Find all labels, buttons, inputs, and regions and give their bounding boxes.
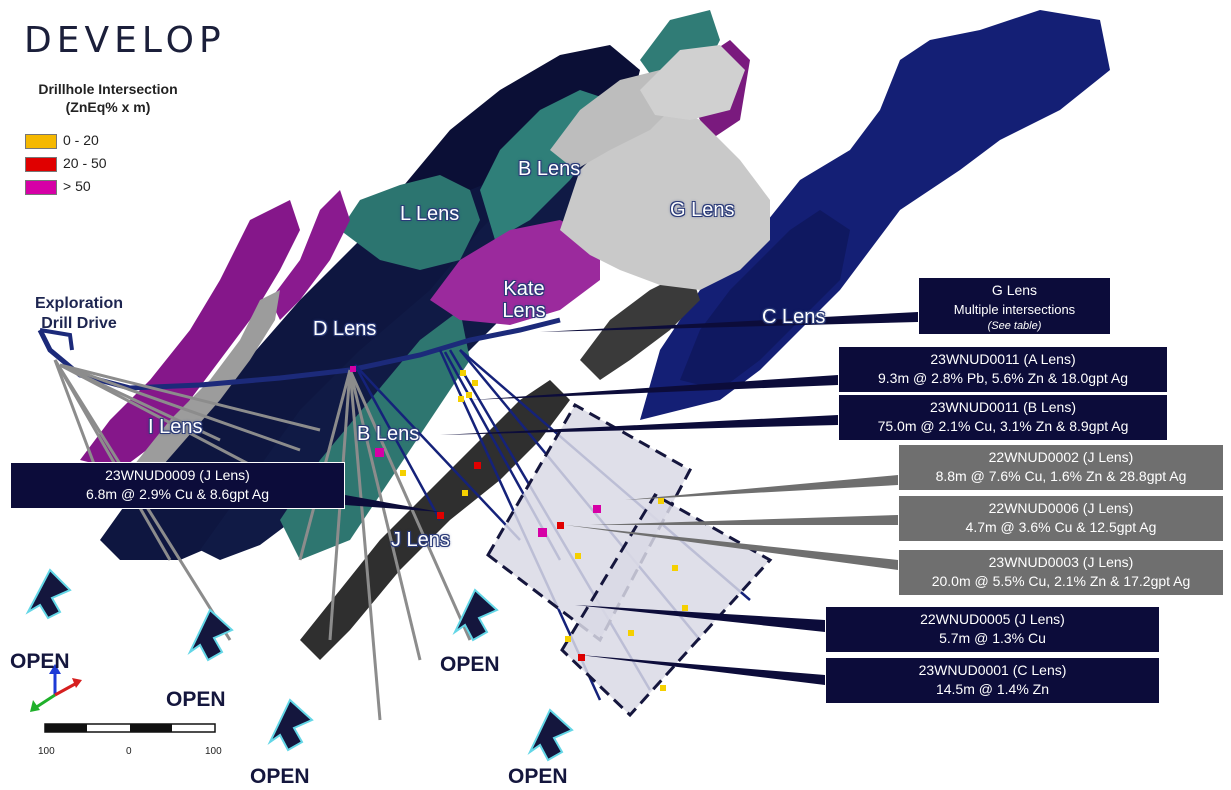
callout-detail: 5.7m @ 1.3% Cu bbox=[939, 630, 1046, 646]
legend-item-0-20: 0 - 20 bbox=[25, 132, 99, 149]
callout-22wnud0005: 22WNUD0005 (J Lens) 5.7m @ 1.3% Cu bbox=[825, 606, 1160, 653]
g-lens-top bbox=[640, 45, 745, 120]
legend-swatch-red bbox=[25, 156, 57, 172]
upper-navy-lens bbox=[400, 45, 640, 210]
drive-label-line1: Exploration bbox=[34, 295, 123, 312]
intersection-markers-yellow bbox=[400, 370, 688, 691]
callout-title: 23WNUD0009 (J Lens) bbox=[105, 467, 250, 483]
c-lens-body-2 bbox=[680, 210, 850, 390]
lens-label-j: J Lens bbox=[391, 529, 450, 551]
callout-23wnud0003: 23WNUD0003 (J Lens) 20.0m @ 5.5% Cu, 2.1… bbox=[898, 549, 1224, 596]
callout-23wnud0011-a: 23WNUD0011 (A Lens) 9.3m @ 2.8% Pb, 5.6%… bbox=[838, 346, 1168, 393]
lens-label-c: C Lens bbox=[762, 306, 826, 328]
scale-bar bbox=[44, 723, 216, 733]
scale-label-left: 100 bbox=[38, 746, 55, 757]
callout-detail: 9.3m @ 2.8% Pb, 5.6% Zn & 18.0gpt Ag bbox=[877, 370, 1129, 386]
legend-label: 0 - 20 bbox=[63, 132, 99, 148]
callout-detail: 75.0m @ 2.1% Cu, 3.1% Zn & 8.9gpt Ag bbox=[877, 418, 1129, 434]
open-label-west: OPEN bbox=[10, 650, 70, 673]
callout-detail: 6.8m @ 2.9% Cu & 8.6gpt Ag bbox=[85, 486, 270, 502]
callout-detail: 20.0m @ 5.5% Cu, 2.1% Zn & 17.2gpt Ag bbox=[931, 573, 1191, 589]
intersection-markers-red bbox=[437, 462, 585, 661]
open-label-southwest: OPEN bbox=[166, 688, 226, 711]
legend-item-gt-50: > 50 bbox=[25, 178, 91, 195]
legend-swatch-yellow bbox=[25, 133, 57, 149]
callout-22wnud0006: 22WNUD0006 (J Lens) 4.7m @ 3.6% Cu & 12.… bbox=[898, 495, 1224, 542]
axes-triad-icon bbox=[30, 664, 82, 712]
callout-title: 23WNUD0001 (C Lens) bbox=[918, 662, 1067, 678]
legend-title-line2: (ZnEq% x m) bbox=[65, 99, 151, 115]
legend-title: Drillhole Intersection (ZnEq% x m) bbox=[18, 80, 198, 116]
legend-label: > 50 bbox=[63, 178, 91, 194]
callout-22wnud0002: 22WNUD0002 (J Lens) 8.8m @ 7.6% Cu, 1.6%… bbox=[898, 444, 1224, 491]
lens-label-i: I Lens bbox=[148, 416, 203, 438]
i-lens-strip bbox=[270, 190, 350, 320]
callout-detail: 4.7m @ 3.6% Cu & 12.5gpt Ag bbox=[965, 519, 1157, 535]
callout-23wnud0011-b: 23WNUD0011 (B Lens) 75.0m @ 2.1% Cu, 3.1… bbox=[838, 394, 1168, 441]
open-label-south-right: OPEN bbox=[508, 765, 568, 788]
callout-detail: Multiple intersections bbox=[953, 302, 1076, 317]
callout-title: 23WNUD0003 (J Lens) bbox=[988, 554, 1134, 570]
lens-label-b-upper: B Lens bbox=[518, 158, 581, 180]
lens-label-kate: Kate Lens bbox=[498, 278, 550, 322]
legend-item-20-50: 20 - 50 bbox=[25, 155, 107, 172]
callout-g-lens-multiple: G Lens Multiple intersections (See table… bbox=[918, 277, 1111, 335]
callout-title: 23WNUD0011 (A Lens) bbox=[930, 351, 1076, 367]
legend-swatch-magenta bbox=[25, 179, 57, 195]
l-lens-body bbox=[340, 175, 480, 270]
callout-23wnud0001: 23WNUD0001 (C Lens) 14.5m @ 1.4% Zn bbox=[825, 657, 1160, 704]
callout-title: 22WNUD0005 (J Lens) bbox=[920, 611, 1065, 627]
callout-note: (See table) bbox=[987, 320, 1042, 332]
callout-title: 23WNUD0011 (B Lens) bbox=[929, 399, 1077, 415]
lens-label-d: D Lens bbox=[313, 318, 377, 340]
lens-label-kate-line1: Kate bbox=[503, 278, 545, 300]
lens-label-b-lower: B Lens bbox=[357, 423, 420, 445]
target-zone-box-1 bbox=[486, 402, 693, 643]
lens-label-g: G Lens bbox=[670, 199, 735, 221]
intersection-markers-magenta bbox=[350, 366, 601, 537]
lens-label-l: L Lens bbox=[400, 203, 460, 225]
callout-23wnud0009: 23WNUD0009 (J Lens) 6.8m @ 2.9% Cu & 8.6… bbox=[10, 462, 345, 509]
legend-label: 20 - 50 bbox=[63, 155, 107, 171]
open-label-south-left: OPEN bbox=[250, 765, 310, 788]
callout-detail: 8.8m @ 7.6% Cu, 1.6% Zn & 28.8gpt Ag bbox=[935, 468, 1187, 484]
callout-title: 22WNUD0002 (J Lens) bbox=[988, 449, 1134, 465]
open-label-center: OPEN bbox=[440, 653, 500, 676]
scale-label-mid: 0 bbox=[126, 746, 132, 757]
scale-label-right: 100 bbox=[205, 746, 222, 757]
target-zone-box-2 bbox=[560, 492, 773, 718]
i-lens-body bbox=[80, 200, 300, 470]
drill-drive-branch bbox=[39, 328, 74, 351]
callout-detail: 14.5m @ 1.4% Zn bbox=[935, 681, 1050, 697]
drive-label-line2: Drill Drive bbox=[41, 315, 117, 332]
callout-leader-lines bbox=[345, 312, 918, 685]
develop-logo: DEVELOP bbox=[24, 20, 226, 61]
arrow-down-left-icon bbox=[25, 568, 574, 762]
callout-title: 22WNUD0006 (J Lens) bbox=[988, 500, 1134, 516]
legend-title-line1: Drillhole Intersection bbox=[38, 81, 178, 97]
charcoal-lens bbox=[580, 270, 700, 380]
callout-title: G Lens bbox=[991, 282, 1038, 298]
lens-label-kate-line2: Lens bbox=[502, 300, 546, 322]
kate-lens-body bbox=[430, 220, 600, 325]
exploration-drill-drive-label: Exploration Drill Drive bbox=[22, 294, 136, 334]
